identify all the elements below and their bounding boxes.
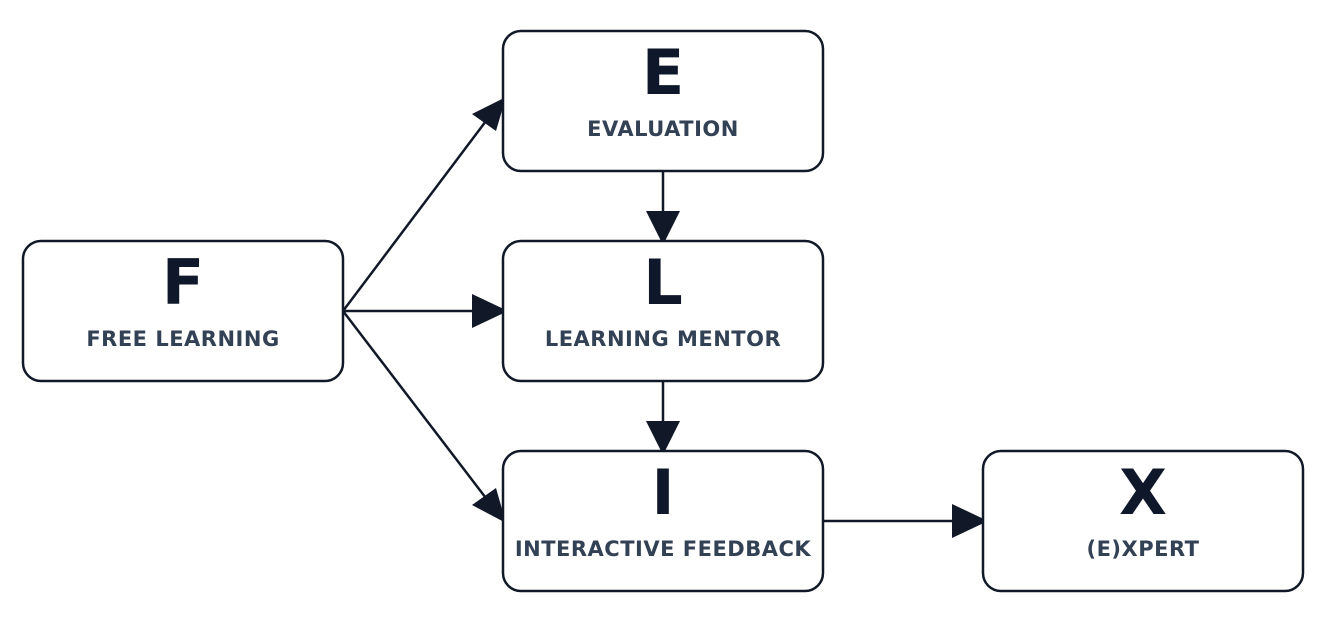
node-label: FREE LEARNING <box>86 327 279 351</box>
node-label: EVALUATION <box>587 117 739 141</box>
node-evaluation: E EVALUATION <box>501 29 825 173</box>
edge-free-learning-to-interactive-feedback <box>342 310 506 523</box>
node-label: INTERACTIVE FEEDBACK <box>515 537 812 561</box>
node-letter: E <box>642 36 684 109</box>
arrowhead-icon <box>472 97 506 131</box>
edge-free-learning-to-evaluation <box>342 97 506 312</box>
arrowhead-icon <box>646 211 680 245</box>
node-letter: I <box>651 456 674 529</box>
node-box <box>501 29 825 173</box>
node-box <box>981 449 1305 593</box>
edge-evaluation-to-learning-mentor <box>646 171 680 245</box>
edge-interactive-feedback-to-expert <box>823 504 988 538</box>
node-letter: L <box>643 246 683 319</box>
edge-learning-mentor-to-interactive-feedback <box>646 381 680 455</box>
node-learning-mentor: L LEARNING MENTOR <box>501 239 825 383</box>
node-box <box>21 239 345 383</box>
node-free-learning: F FREE LEARNING <box>21 239 345 383</box>
node-box <box>501 449 825 593</box>
arrowhead-icon <box>646 421 680 455</box>
node-box <box>501 239 825 383</box>
arrowhead-icon <box>472 294 508 328</box>
arrowhead-icon <box>472 488 506 523</box>
node-label: LEARNING MENTOR <box>545 327 781 351</box>
node-letter: X <box>1119 456 1167 529</box>
node-expert: X (E)XPERT <box>981 449 1305 593</box>
node-label: (E)XPERT <box>1086 537 1199 561</box>
arrowhead-icon <box>952 504 988 538</box>
edges <box>342 97 988 538</box>
edge-free-learning-to-learning-mentor <box>343 294 508 328</box>
node-letter: F <box>162 246 204 319</box>
node-interactive-feedback: I INTERACTIVE FEEDBACK <box>501 449 825 593</box>
